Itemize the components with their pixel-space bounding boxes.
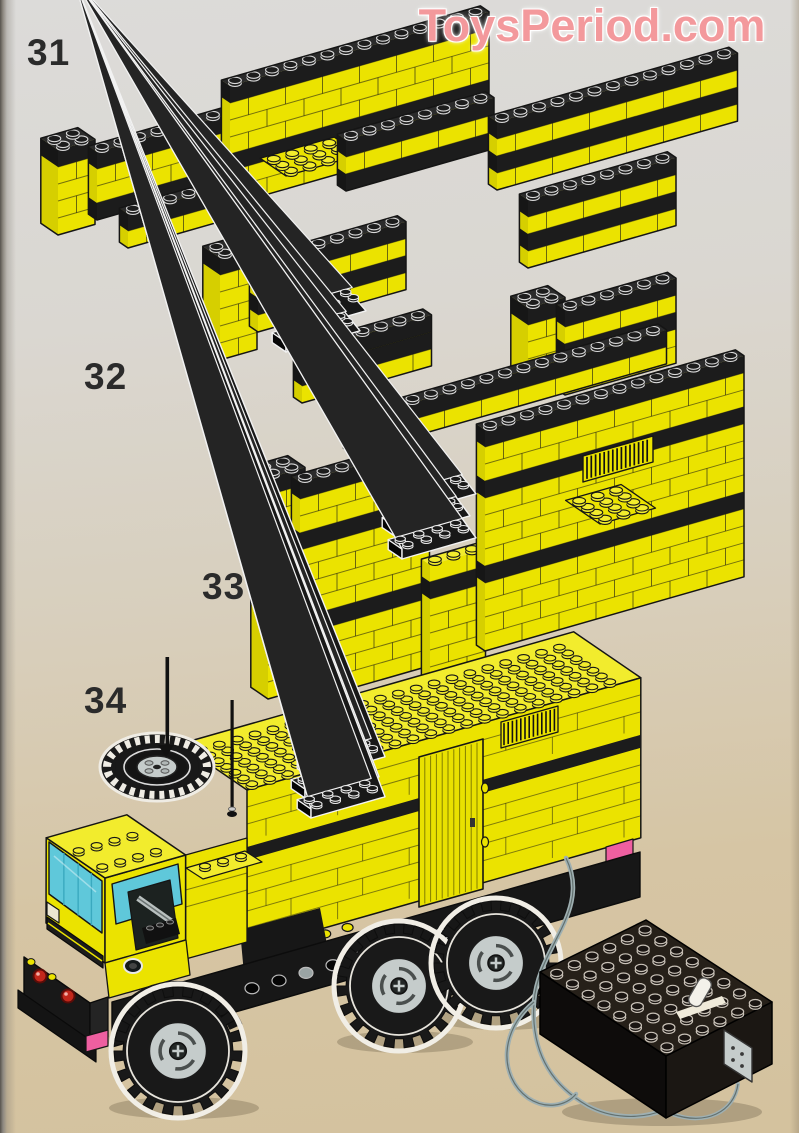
wire-connector — [723, 1029, 753, 1083]
wheel — [108, 981, 248, 1121]
page-right-edge — [790, 0, 799, 1133]
battery-box — [539, 919, 773, 1119]
step-number-34: 34 — [84, 680, 128, 721]
spare-tire — [98, 731, 216, 803]
truck-cab — [17, 814, 191, 1063]
step-number-33: 33 — [202, 566, 246, 607]
step-number-32: 32 — [84, 356, 128, 397]
step-number-31: 31 — [27, 32, 71, 73]
windshield — [48, 841, 103, 934]
truck-illustration — [17, 0, 773, 1126]
watermark: ToysPeriod.com — [418, 0, 766, 51]
front-bumper — [17, 956, 109, 1063]
wheel — [428, 895, 564, 1031]
side-window — [111, 863, 183, 951]
step-33-illustration — [85, 0, 745, 704]
page-binding-shadow — [0, 0, 16, 1133]
cargo-box — [79, 0, 642, 985]
antennas — [158, 657, 237, 817]
